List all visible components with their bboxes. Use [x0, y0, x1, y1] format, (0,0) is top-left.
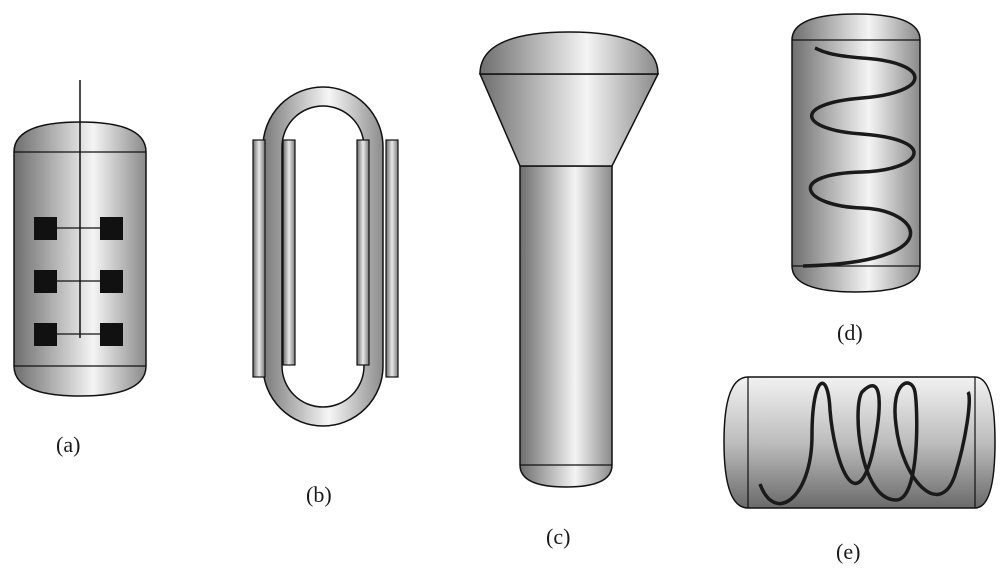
vertical-coil-reactor	[791, 13, 921, 293]
jacket-left-inner	[282, 139, 296, 366]
funnel-c-cone	[478, 73, 660, 167]
jacket-right-inner	[356, 139, 370, 366]
stirred-tank-reactor	[13, 80, 147, 397]
column-c-body	[519, 165, 613, 488]
impeller-level-2	[34, 270, 123, 293]
loop-reactor	[252, 86, 399, 427]
jacket-left-outer	[252, 139, 266, 378]
loop-inner	[281, 105, 365, 408]
impeller-level-1	[34, 217, 123, 240]
label-d: (d)	[837, 320, 863, 345]
funnel-c-cap	[479, 31, 659, 75]
impeller-level-3	[34, 323, 123, 346]
vessel-d-body	[791, 13, 921, 293]
coil-e	[758, 381, 971, 506]
jacket-right-outer	[385, 139, 399, 378]
label-c: (c)	[546, 524, 571, 549]
label-a: (a)	[56, 432, 81, 457]
label-e: (e)	[836, 539, 861, 564]
label-b: (b)	[306, 482, 332, 507]
horizontal-coil-reactor	[723, 376, 996, 509]
funnel-column-reactor	[478, 31, 660, 488]
coil-d	[802, 46, 917, 268]
